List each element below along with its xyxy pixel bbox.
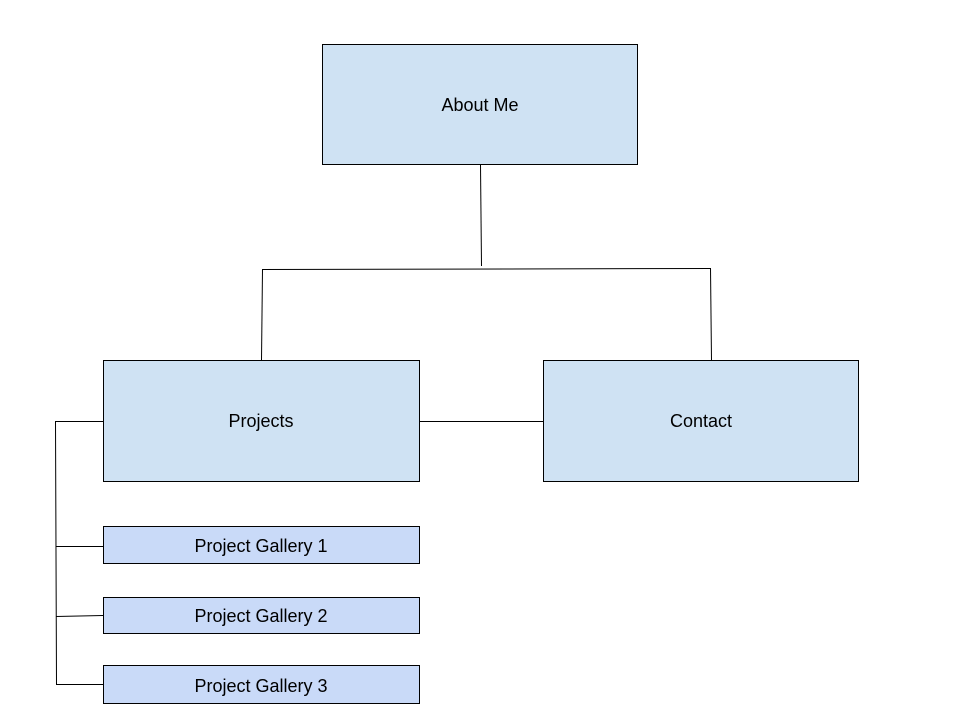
connectors	[54, 164, 712, 686]
node-projects-box	[103, 360, 420, 482]
node-about-me-label: About Me	[441, 95, 518, 115]
node-project-gallery-3-box	[103, 665, 420, 704]
node-contact: Contact	[543, 360, 859, 482]
node-project-gallery-2-box	[103, 597, 420, 634]
connector-about-to-branch	[480, 164, 482, 267]
node-project-gallery-2-label: Project Gallery 2	[194, 606, 327, 626]
node-project-gallery-1-box	[103, 526, 420, 564]
node-project-gallery-1: Project Gallery 1	[103, 526, 420, 564]
node-project-gallery-3: Project Gallery 3	[103, 665, 420, 704]
connector-branch-horizontal	[261, 268, 712, 270]
node-contact-box	[543, 360, 859, 482]
node-about-me-box	[322, 44, 638, 165]
node-projects: Projects	[103, 360, 420, 482]
connector-branch-to-contact	[710, 267, 712, 362]
connector-to-gallery-2	[55, 615, 104, 617]
node-contact-label: Contact	[670, 411, 732, 431]
connector-branch-to-projects	[261, 268, 263, 361]
node-project-gallery-2: Project Gallery 2	[103, 597, 420, 634]
node-project-gallery-1-label: Project Gallery 1	[194, 536, 327, 556]
connector-gallery-spine	[54, 421, 103, 686]
node-project-gallery-3-label: Project Gallery 3	[194, 676, 327, 696]
node-about-me: About Me	[322, 44, 638, 165]
node-projects-label: Projects	[228, 411, 293, 431]
